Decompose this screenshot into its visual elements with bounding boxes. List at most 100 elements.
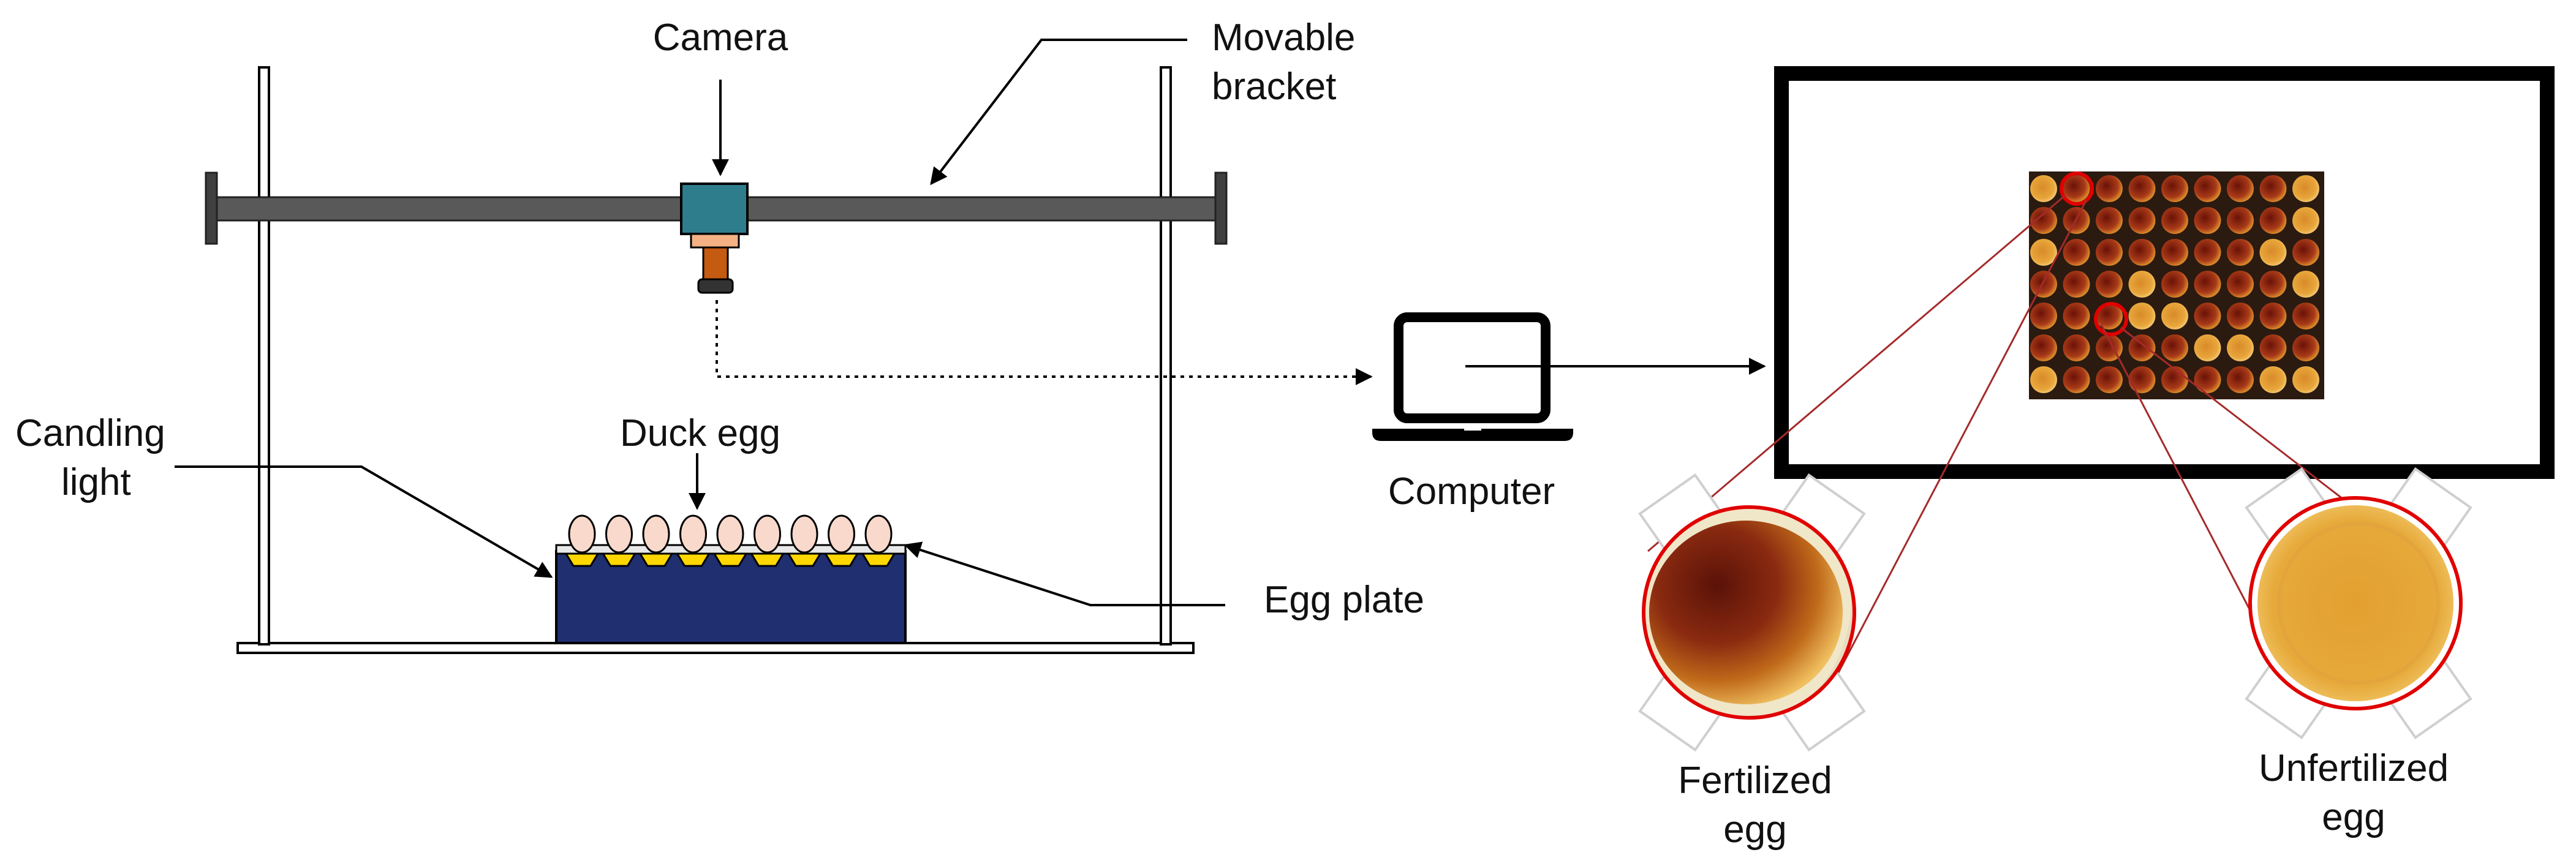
- egg-holder: [787, 552, 822, 567]
- candling-light-label-line2: light: [61, 461, 131, 503]
- tray-egg: [2227, 239, 2254, 266]
- egg-icon: [568, 514, 596, 554]
- camera-to-computer-arrow: [716, 300, 1373, 385]
- egg-row: [564, 514, 896, 567]
- tray-egg: [2128, 303, 2156, 329]
- fertilized-egg-circle: [1642, 505, 1856, 720]
- tray-egg: [2161, 207, 2188, 234]
- tray-egg: [2030, 366, 2057, 393]
- unfertilized-label-line2: egg: [2322, 796, 2385, 838]
- fertilized-label-line2: egg: [1723, 808, 1786, 851]
- bracket-end-cap-left: [205, 171, 218, 245]
- tray-egg: [2030, 239, 2057, 266]
- egg-holder: [749, 552, 785, 567]
- camera-label: Camera: [653, 17, 788, 59]
- tray-egg: [2227, 366, 2254, 393]
- tray-egg: [2063, 175, 2090, 202]
- egg-icon: [642, 514, 670, 554]
- tray-egg: [2161, 303, 2188, 329]
- egg-icon: [864, 514, 893, 554]
- egg-holder: [823, 552, 859, 567]
- highlight-circle-fertilized: [2060, 171, 2094, 206]
- egg-icon: [679, 514, 707, 554]
- egg-icon: [716, 514, 744, 554]
- tray-egg: [2292, 175, 2319, 202]
- duck-egg-label: Duck egg: [620, 412, 780, 454]
- computer-label: Computer: [1388, 470, 1555, 513]
- unfertilized-egg-circle: [2248, 496, 2463, 710]
- tray-egg: [2194, 366, 2221, 393]
- tray-egg: [2227, 303, 2254, 329]
- tray-egg: [2063, 366, 2090, 393]
- tray-egg: [2030, 303, 2057, 329]
- tray-egg: [2161, 175, 2188, 202]
- egg-holder: [564, 552, 600, 567]
- tray-egg: [2063, 303, 2090, 329]
- tray-egg: [2030, 207, 2057, 234]
- egg-icon: [828, 514, 855, 554]
- tray-egg: [2128, 366, 2156, 393]
- movable-bracket-label-line1: Movable: [1212, 17, 1355, 59]
- egg-icon: [790, 514, 818, 554]
- unfertilized-label-line1: Unfertilized: [2259, 747, 2449, 789]
- tray-egg: [2259, 175, 2287, 202]
- camera-icon: [680, 183, 749, 294]
- tray-egg: [2063, 334, 2090, 361]
- tray-egg: [2227, 271, 2254, 298]
- tray-egg: [2063, 239, 2090, 266]
- egg-holder: [712, 552, 748, 567]
- tray-egg: [2030, 334, 2057, 361]
- bracket-end-cap-right: [1214, 171, 1228, 245]
- tray-egg: [2161, 334, 2188, 361]
- tray-egg: [2096, 366, 2123, 393]
- tray-egg: [2128, 175, 2156, 202]
- fertilized-label-line1: Fertilized: [1678, 759, 1832, 802]
- tray-egg: [2063, 271, 2090, 298]
- tray-egg: [2259, 366, 2287, 393]
- tray-egg: [2161, 271, 2188, 298]
- tray-egg: [2096, 303, 2123, 329]
- tray-egg: [2096, 175, 2123, 202]
- tray-egg: [2227, 175, 2254, 202]
- tray-egg: [2259, 271, 2287, 298]
- egg-tray-image: [2029, 171, 2324, 399]
- tray-egg: [2194, 334, 2221, 361]
- tray-egg: [2259, 334, 2287, 361]
- candling-light-arrow: [175, 465, 553, 578]
- tray-egg: [2128, 271, 2156, 298]
- tray-egg: [2259, 303, 2287, 329]
- tray-egg: [2194, 271, 2221, 298]
- rig-base: [236, 642, 1195, 654]
- tray-egg: [2161, 366, 2188, 393]
- tray-egg: [2292, 207, 2319, 234]
- tray-egg: [2194, 207, 2221, 234]
- candling-light-label-line1: Candling: [15, 412, 165, 454]
- candling-rig: [205, 66, 1228, 654]
- tray-egg: [2128, 239, 2156, 266]
- tray-egg: [2096, 207, 2123, 234]
- tray-egg: [2194, 303, 2221, 329]
- highlight-circle-unfertilized: [2094, 302, 2128, 336]
- tray-egg: [2292, 239, 2319, 266]
- tray-egg: [2292, 271, 2319, 298]
- tray-egg: [2194, 239, 2221, 266]
- tray-egg: [2292, 334, 2319, 361]
- tray-egg: [2259, 239, 2287, 266]
- tray-egg: [2292, 366, 2319, 393]
- tray-egg: [2096, 271, 2123, 298]
- tray-egg: [2161, 239, 2188, 266]
- fertilized-egg-zoom: [1638, 473, 1866, 752]
- movable-bracket-label-line2: bracket: [1212, 66, 1336, 108]
- tray-egg: [2030, 271, 2057, 298]
- egg-plate-label: Egg plate: [1264, 579, 1424, 621]
- laptop-icon: [1372, 312, 1573, 441]
- egg-holder: [675, 552, 711, 567]
- egg-holder: [638, 552, 674, 567]
- tray-egg: [2259, 207, 2287, 234]
- tray-egg: [2096, 239, 2123, 266]
- bracket-arrow: [930, 39, 1187, 186]
- tray-egg: [2128, 334, 2156, 361]
- egg-holder: [861, 552, 896, 567]
- egg-icon: [605, 514, 633, 554]
